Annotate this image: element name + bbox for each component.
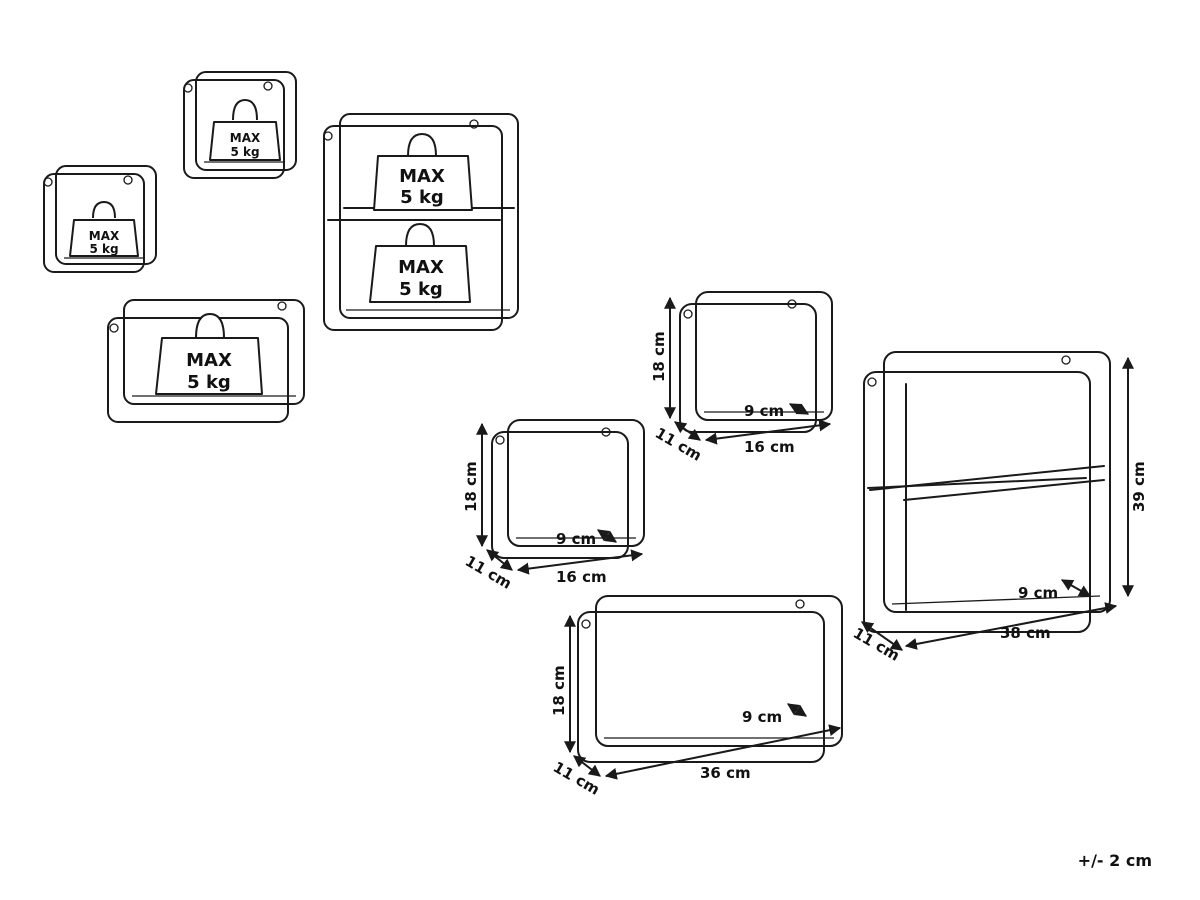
shelf-long-left [107,299,305,423]
inner-depth-label: 9 cm [556,530,596,548]
dims-cube-a: 18 cm 11 cm 16 cm 9 cm [650,296,832,465]
shelf-cube-top-left [183,71,297,179]
inner-depth-label: 9 cm [742,708,782,726]
tolerance-note: +/- 2 cm [1077,851,1152,870]
weight-load-label: 5 kg [230,145,259,159]
weight-load-label: 5 kg [399,279,443,300]
inner-depth-label: 9 cm [744,402,784,420]
height-label: 39 cm [1130,461,1148,512]
height-label: 18 cm [462,461,480,512]
shelf-cube-left [43,165,157,273]
width-label: 38 cm [1000,624,1051,642]
weight-load-label: 5 kg [400,187,444,208]
shelf-tall [863,351,1111,633]
weight-load-label: 5 kg [187,372,231,393]
weight-max-label: MAX [230,131,261,145]
weight-icon: MAX 5 kg [209,99,281,161]
weight-max-label: MAX [186,350,232,371]
dims-long: 18 cm 11 cm 36 cm 9 cm [550,614,842,799]
weight-load-label: 5 kg [89,242,118,256]
height-label: 18 cm [550,665,568,716]
inner-depth-label: 9 cm [1018,584,1058,602]
weight-icon: MAX 5 kg [155,313,263,395]
weight-max-label: MAX [89,229,120,243]
weight-icon: MAX 5 kg [369,223,471,303]
width-label: 36 cm [700,764,751,782]
depth-label: 11 cm [550,758,603,799]
weight-icon: MAX 5 kg [373,133,473,211]
dims-cube-b: 18 cm 11 cm 16 cm 9 cm [462,422,644,593]
depth-label: 11 cm [652,424,705,465]
dims-tall: 39 cm 11 cm 38 cm 9 cm [850,356,1148,665]
shelf-long [577,595,843,763]
width-label: 16 cm [744,438,795,456]
weight-max-label: MAX [398,257,444,278]
weight-max-label: MAX [399,166,445,187]
depth-label: 11 cm [850,624,903,665]
weight-icon: MAX 5 kg [69,201,139,257]
width-label: 16 cm [556,568,607,586]
height-label: 18 cm [650,331,668,382]
